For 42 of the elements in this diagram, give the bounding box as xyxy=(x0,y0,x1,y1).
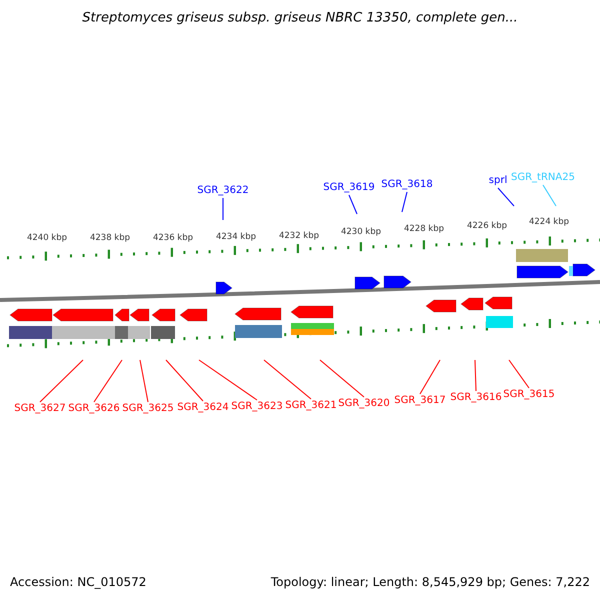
gene-label: SGR_3620 xyxy=(338,399,390,409)
scale-label: 4234 kbp xyxy=(216,232,256,242)
leader-line xyxy=(474,360,476,392)
leader-line xyxy=(508,360,530,388)
leader-line xyxy=(264,360,312,400)
gene-label: SGR_3624 xyxy=(177,403,229,413)
gene-label: SGR_3623 xyxy=(231,402,283,412)
leader-line xyxy=(348,194,358,214)
leader-line xyxy=(198,360,258,400)
gene-label: SGR_3621 xyxy=(285,401,337,411)
sequence-info: Topology: linear; Length: 8,545,929 bp; Genes: 7,222 xyxy=(270,576,590,588)
leader-line xyxy=(320,360,364,398)
leader-line xyxy=(94,360,122,402)
leader-line xyxy=(402,192,408,212)
leader-line xyxy=(166,360,204,402)
title: Streptomyces griseus subsp. griseus NBRC 13350, complete gen... xyxy=(82,12,518,24)
leader-line xyxy=(40,360,84,402)
scale-label: 4228 kbp xyxy=(404,224,444,234)
accession-text: Accession: NC_010572 xyxy=(10,576,146,588)
scale-label: 4236 kbp xyxy=(152,234,194,242)
gene-label: SGR_3615 xyxy=(503,390,555,400)
gene-label: SGR_3618 xyxy=(381,180,433,190)
gene-label: SGR_tRNA25 xyxy=(511,173,575,183)
scale-label: 4232 kbp xyxy=(278,232,320,240)
leader-line xyxy=(542,184,556,206)
leader-line xyxy=(222,198,224,220)
scale-label: 4240 kbp xyxy=(26,234,68,242)
leader-line xyxy=(498,188,514,206)
gene-label: sprl xyxy=(488,176,508,186)
gene-label: SGR_3622 xyxy=(197,186,249,196)
gene-label: SGR_3626 xyxy=(68,404,120,414)
gene-label: SGR_3625 xyxy=(122,404,174,414)
gene-label: SGR_3616 xyxy=(450,393,502,403)
leader-line xyxy=(420,360,440,394)
scale-label: 4230 kbp xyxy=(340,228,382,236)
gene-label: SGR_3617 xyxy=(394,396,446,406)
gene-label: SGR_3627 xyxy=(14,404,66,414)
leader-line xyxy=(140,360,148,402)
scale-label: 4238 kbp xyxy=(90,234,130,242)
scale-label: 4226 kbp xyxy=(466,222,508,230)
gene-label: SGR_3619 xyxy=(323,183,375,193)
scale-label: 4224 kbp xyxy=(528,218,570,226)
